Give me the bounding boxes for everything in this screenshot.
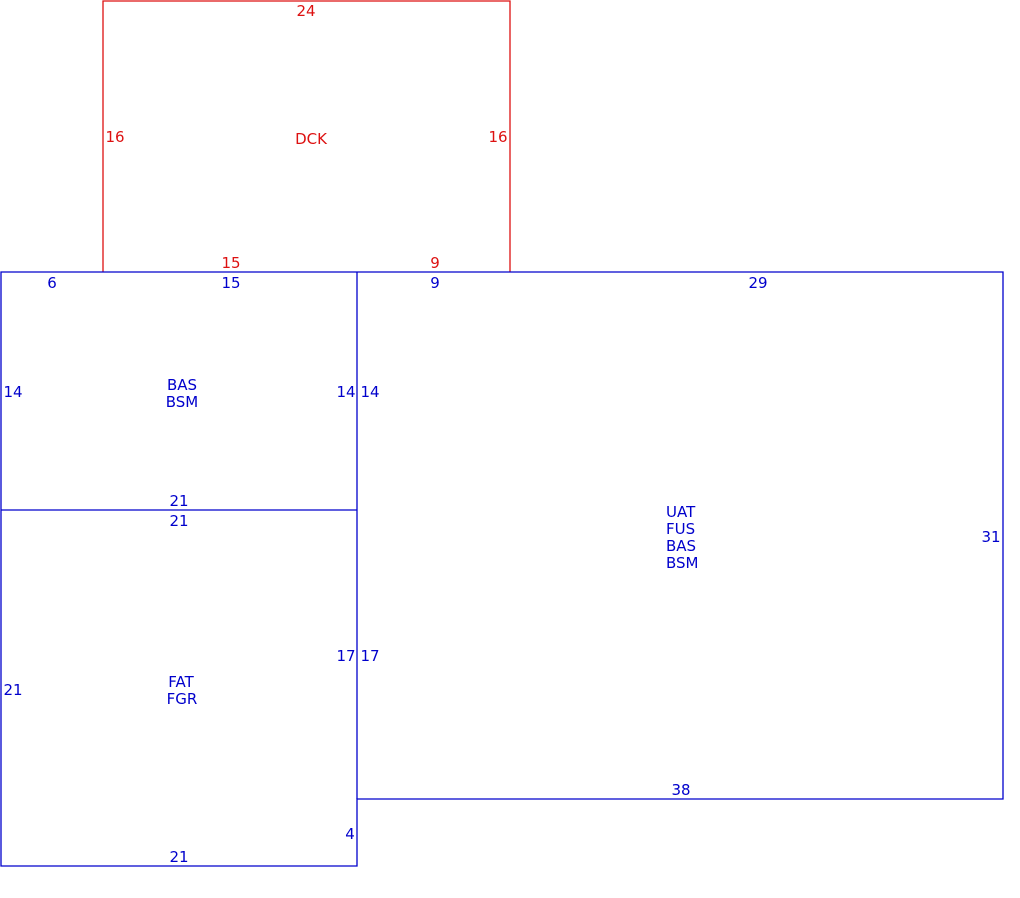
basement-dim-right: 14 (336, 383, 355, 401)
deck-dim-top: 24 (296, 2, 315, 20)
garage-label-1: FAT (168, 673, 194, 691)
main-dim-top-left: 9 (430, 274, 440, 292)
basement-dim-top: 15 (221, 274, 240, 292)
deck-label: DCK (295, 130, 328, 148)
basement-dim-top-left: 6 (47, 274, 57, 292)
garage-dim-right: 17 (336, 647, 355, 665)
deck-outline (102, 0, 511, 272)
basement-dim-bottom: 21 (169, 492, 188, 510)
main-dim-left-lower: 17 (360, 647, 379, 665)
deck-area: DCK 24 16 16 15 9 (102, 0, 511, 272)
main-label-1: UAT (666, 503, 696, 521)
house-outline (0, 271, 1004, 867)
garage-dim-left: 21 (3, 681, 22, 699)
garage-label-2: FGR (167, 690, 198, 708)
garage-dim-right-lower: 4 (345, 825, 355, 843)
main-area: UAT FUS BAS BSM 9 29 14 17 31 38 (360, 274, 1000, 799)
house-perimeter (0, 271, 1004, 867)
basement-area: BAS BSM 6 15 14 14 21 (3, 274, 355, 510)
garage-dim-top: 21 (169, 512, 188, 530)
basement-label-1: BAS (167, 376, 197, 394)
deck-dim-bottom-left: 15 (221, 254, 240, 272)
main-dim-left: 14 (360, 383, 379, 401)
deck-dim-left: 16 (105, 128, 124, 146)
main-dim-right: 31 (981, 528, 1000, 546)
main-label-2: FUS (666, 520, 695, 538)
main-label-3: BAS (666, 537, 696, 555)
deck-dim-bottom-right: 9 (430, 254, 440, 272)
basement-dim-left: 14 (3, 383, 22, 401)
basement-label-2: BSM (166, 393, 199, 411)
garage-dim-bottom: 21 (169, 848, 188, 866)
deck-dim-right: 16 (488, 128, 507, 146)
main-label-4: BSM (666, 554, 699, 572)
main-dim-top: 29 (748, 274, 767, 292)
garage-area: FAT FGR 21 21 17 4 21 (3, 512, 355, 866)
main-dim-bottom: 38 (671, 781, 690, 799)
